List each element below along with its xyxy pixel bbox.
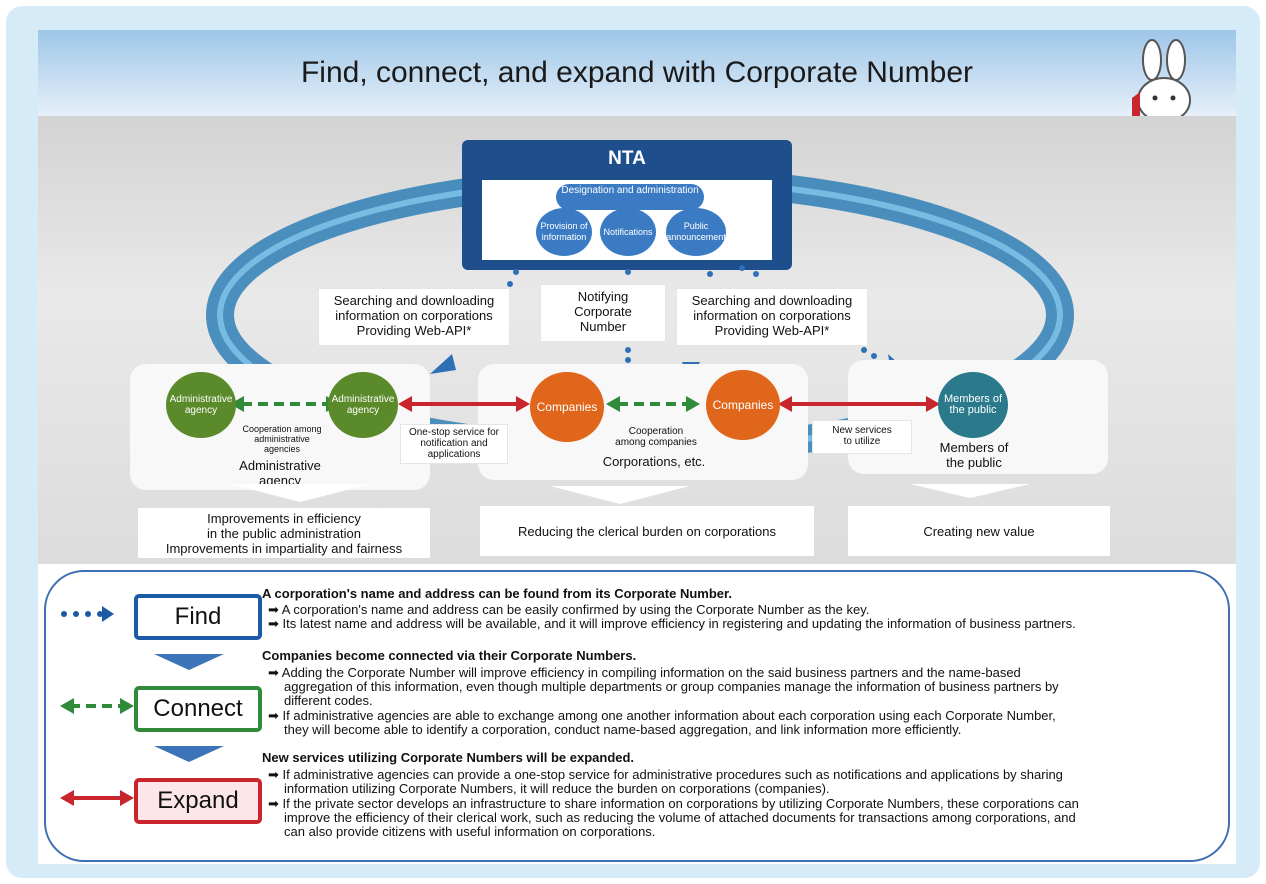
legend-arrows [60,606,224,806]
callout-right-line: information on corporations [693,308,851,323]
node-members-of-public: Members of the public [938,372,1008,438]
callout-left-line: Searching and downloading [333,293,495,308]
connect-line: they will become able to identify a corp… [284,722,962,737]
callout-center-line: Corporate [574,304,632,319]
label-coop-admin-line: administrative [254,434,310,444]
find-line: ➡ A corporation's name and address can b… [268,602,870,617]
group-label-public: Members of the public [914,440,1034,470]
label-new-services-line: New services [832,425,892,436]
result-admin: Improvements in efficiency in the public… [138,508,430,558]
label-coop-companies-line: Cooperation [628,426,684,437]
legend-find: Find [134,594,262,640]
expand-line: improve the efficiency of their clerical… [284,810,1076,825]
result-public: Creating new value [848,506,1110,556]
result-corporations: Reducing the clerical burden on corporat… [480,506,814,556]
connect-line: ➡ Adding the Corporate Number will impro… [268,665,1021,680]
expand-line: information utilizing Corporate Numbers,… [284,781,830,796]
expand-line: ➡ If administrative agencies can provide… [268,767,1063,782]
find-heading: A corporation's name and address can be … [262,586,732,601]
expand-heading: New services utilizing Corporate Numbers… [262,750,635,765]
node-admin-agency-2: Administrative agency [328,372,398,438]
label-one-stop-line: notification and [420,438,488,449]
group-label-public-line: the public [946,455,1002,470]
expand-line: can also provide citizens with useful in… [284,824,656,839]
provision-circle: Provision of information [536,208,592,256]
group-label-corporations: Corporations, etc. [602,454,706,469]
callout-center-line: Notifying [577,289,629,304]
label-coop-companies-line: among companies [615,437,697,448]
group-label-public-line: Members of [939,440,1009,455]
find-line: ➡ Its latest name and address will be av… [268,616,1076,631]
nta-title: NTA [608,148,646,169]
result-admin-line: Improvements in impartiality and fairnes… [165,540,403,556]
callout-right-line: Providing Web-API* [714,323,830,338]
label-coop-companies: Cooperation among companies [600,424,712,450]
label-coop-admin-line: Cooperation among [242,424,322,434]
label-one-stop-line: One-stop service for [408,427,500,438]
connect-line: different codes. [284,693,373,708]
designation-pill: Designation and administration [556,184,704,210]
connect-heading: Companies become connected via their Cor… [262,648,637,663]
legend-connect: Connect [134,686,262,732]
result-chevrons [230,484,1030,504]
callout-left-line: information on corporations [335,308,493,323]
result-admin-line: in the public administration [207,525,361,541]
node-companies-2: Companies [706,370,780,440]
label-coop-admin: Cooperation among administrative agencie… [232,422,332,456]
callout-center: Notifying Corporate Number [540,284,666,342]
node-admin-agency-1: Administrative agency [166,372,236,438]
notifications-circle: Notifications [600,208,656,256]
public-announcement-circle: Public announcement [666,208,726,256]
label-coop-admin-line: agencies [263,444,301,454]
connect-line: ➡ If administrative agencies are able to… [268,708,1056,723]
result-admin-line: Improvements in efficiency [207,510,361,526]
callout-right-line: Searching and downloading [691,293,853,308]
title-banner [38,30,1236,116]
node-companies-1: Companies [530,372,604,442]
callout-left: Searching and downloading information on… [318,288,510,346]
legend-expand: Expand [134,778,262,824]
label-one-stop: One-stop service for notification and ap… [400,424,508,464]
label-new-services: New services to utilize [812,420,912,454]
callout-left-line: Providing Web-API* [356,323,472,338]
callout-center-line: Number [579,319,627,334]
page-title: Find, connect, and expand with Corporate… [300,56,974,89]
connect-line: aggregation of this information, even th… [284,679,1059,694]
group-label-admin-line: Administrative [239,458,321,473]
callout-right: Searching and downloading information on… [676,288,868,346]
label-new-services-line: to utilize [843,436,881,447]
expand-line: ➡ If the private sector develops an infr… [268,796,1079,811]
label-one-stop-line: applications [427,449,481,460]
